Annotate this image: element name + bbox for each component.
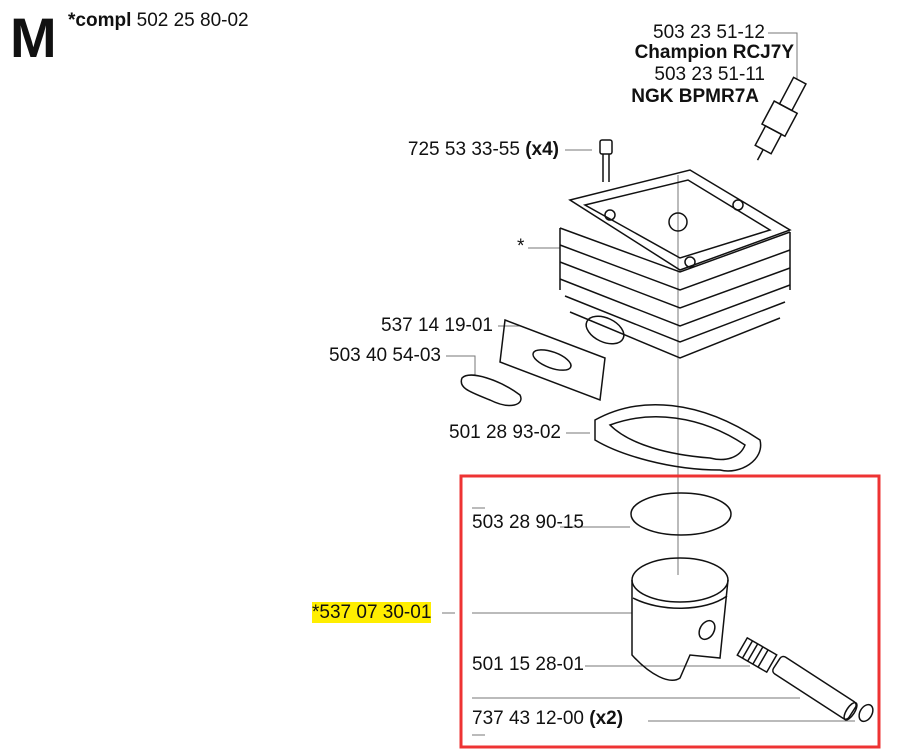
needle-bearing-drawing: [736, 636, 778, 674]
part-needle-bearing[interactable]: 501 15 28-01: [472, 654, 584, 675]
circlip-drawing: [858, 703, 874, 723]
part-cylinder-gasket[interactable]: 501 28 93-02: [449, 422, 561, 443]
part-spark-plug-ngk-no[interactable]: 503 23 51-11: [654, 64, 765, 85]
part-piston[interactable]: *537 07 30-01: [312, 602, 432, 624]
circlip-qty: (x2): [589, 708, 624, 729]
selection-highlight-box: [459, 474, 881, 749]
piston-pin-drawing: [772, 655, 858, 721]
part-muffler-gasket[interactable]: 503 40 54-03: [329, 345, 441, 366]
compl-number: 502 25 80-02: [136, 10, 249, 31]
piston-number-highlighted: *537 07 30-01: [312, 602, 432, 623]
screw-number: 725 53 33-55: [407, 139, 520, 160]
spark-plug-drawing: [754, 76, 807, 161]
part-spark-plug-ngk-name: NGK BPMR7A: [631, 86, 759, 107]
gaskets-drawing: [460, 318, 762, 472]
part-circlip[interactable]: 737 43 12-00 (x2): [472, 708, 623, 730]
screw-qty: (x4): [525, 139, 559, 160]
part-screw[interactable]: 725 53 33-55 (x4): [408, 139, 559, 161]
part-piston-ring[interactable]: 503 28 90-15: [472, 512, 584, 533]
part-spark-plug-champion-name: Champion RCJ7Y: [634, 42, 794, 63]
piston-ring-drawing: [630, 492, 732, 536]
cylinder-drawing: [559, 169, 792, 359]
part-cylinder-marker: *: [517, 236, 525, 257]
compl-label: *compl: [68, 10, 132, 31]
screw-drawing: [599, 139, 613, 182]
part-spark-plug-champion-no[interactable]: 503 23 51-12: [653, 22, 765, 43]
leader-lines: [442, 32, 855, 736]
circlip-number: 737 43 12-00: [472, 708, 584, 729]
part-exhaust-gasket[interactable]: 537 14 19-01: [381, 315, 493, 336]
section-letter: M: [10, 6, 57, 69]
piston-drawing: [631, 557, 729, 681]
compl-heading: *compl 502 25 80-02: [68, 10, 249, 32]
